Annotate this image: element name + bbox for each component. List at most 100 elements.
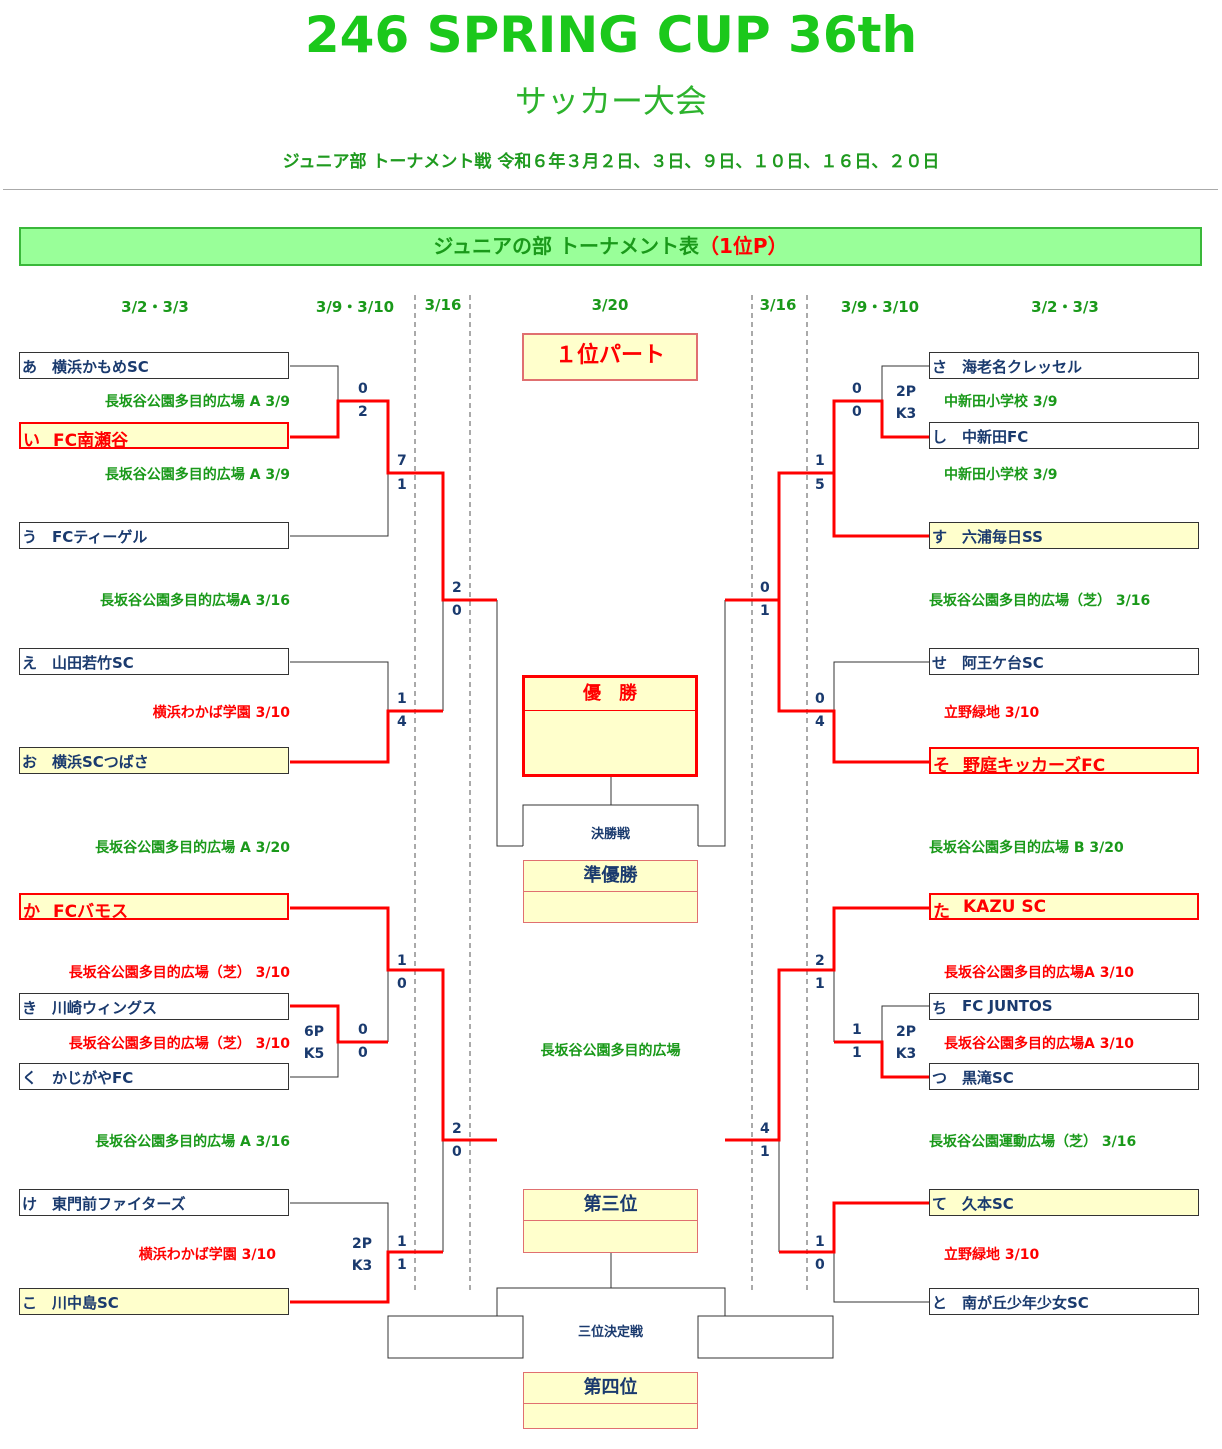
- team-left-e: え山田若竹SC: [19, 648, 289, 675]
- team-right-te: て久本SC: [929, 1189, 1199, 1216]
- venue-right: 中新田小学校 3/9: [944, 467, 1058, 483]
- round-date-final: 3/20: [591, 296, 629, 314]
- score: 1: [815, 453, 825, 469]
- team-kana: き: [22, 999, 38, 1017]
- team-name: 川中島SC: [52, 1294, 119, 1312]
- part-label-box: １位パート: [522, 333, 698, 381]
- score: 0: [358, 1045, 368, 1061]
- venue-left: 長坂谷公園多目的広場A 3/16: [99, 593, 290, 609]
- pk-line: 2P: [351, 1236, 372, 1252]
- banner-highlight: （1位P）: [699, 234, 788, 258]
- banner-label: ジュニアの部 トーナメント表: [433, 234, 699, 258]
- score: 2: [452, 1121, 462, 1137]
- score: 0: [452, 603, 462, 619]
- team-kana: あ: [22, 358, 38, 376]
- venue-left: 長坂谷公園多目的広場 A 3/16: [95, 1134, 290, 1150]
- right-win-lines: [725, 399, 930, 1254]
- divider: [3, 189, 1218, 190]
- team-right-sa: さ海老名クレッセル: [929, 352, 1199, 379]
- round-date-left-3: 3/16: [424, 296, 462, 314]
- team-name: 横浜SCつばさ: [52, 753, 149, 771]
- venue-right: 立野緑地 3/10: [944, 1247, 1040, 1263]
- team-right-so: そ野庭キッカーズFC: [929, 747, 1199, 776]
- score: 4: [397, 714, 407, 730]
- score: 0: [452, 1144, 462, 1160]
- left-win-lines: [290, 399, 497, 1304]
- pk-line: K3: [895, 1046, 917, 1062]
- venue-right: 長坂谷公園多目的広場A 3/10: [944, 965, 1135, 981]
- team-name: FCティーゲル: [52, 528, 148, 546]
- score: 0: [760, 580, 770, 596]
- center-connectors: [387, 777, 834, 1359]
- venue-left: 長坂谷公園多目的広場 A 3/9: [104, 394, 290, 410]
- third-place-label: 第三位: [524, 1190, 697, 1221]
- team-name: 久本SC: [962, 1195, 1014, 1213]
- score: 4: [760, 1121, 770, 1137]
- team-kana: え: [22, 654, 38, 672]
- score: 1: [397, 1257, 407, 1273]
- team-kana: つ: [932, 1069, 948, 1087]
- venue-left: 横浜わかば学園 3/10: [138, 1247, 276, 1263]
- champion-label: 優 勝: [525, 678, 695, 711]
- score: 1: [760, 603, 770, 619]
- team-left-ki: き川崎ウィングス: [19, 993, 289, 1020]
- venue-left: 長坂谷公園多目的広場 A 3/9: [104, 467, 290, 483]
- team-kana: く: [22, 1069, 38, 1087]
- fourth-place-label: 第四位: [524, 1373, 697, 1404]
- right-thin-lines: [698, 365, 930, 1303]
- team-kana: お: [22, 753, 38, 771]
- score: 1: [760, 1144, 770, 1160]
- team-right-shi: し中新田FC: [929, 422, 1199, 449]
- team-name: 黒滝SC: [962, 1069, 1014, 1087]
- team-name: FC南瀬谷: [53, 431, 129, 451]
- score: 0: [852, 381, 862, 397]
- team-kana: い: [23, 431, 40, 451]
- round-date-right-3: 3/16: [759, 296, 797, 314]
- venue-right: 立野緑地 3/10: [944, 705, 1040, 721]
- team-name: 海老名クレッセル: [962, 358, 1083, 376]
- page-subtitle: サッカー大会: [514, 82, 707, 120]
- champion-box: 優 勝: [522, 675, 698, 777]
- score: 0: [397, 976, 407, 992]
- third-place-box: 第三位: [523, 1189, 698, 1253]
- team-name: 阿王ケ台SC: [962, 654, 1044, 672]
- score: 1: [852, 1045, 862, 1061]
- venue-left: 長坂谷公園多目的広場（芝） 3/10: [68, 965, 290, 981]
- team-kana: か: [23, 902, 40, 922]
- section-banner: ジュニアの部 トーナメント表（1位P）: [19, 227, 1202, 266]
- venue-right: 長坂谷公園運動広場（芝） 3/16: [929, 1134, 1137, 1150]
- team-right-su: す六浦毎日SS: [929, 522, 1199, 549]
- score: 0: [815, 1257, 825, 1273]
- team-name: 東門前ファイターズ: [52, 1195, 186, 1213]
- team-kana: ち: [932, 999, 948, 1017]
- team-name: 川崎ウィングス: [52, 999, 158, 1017]
- team-name: FCバモス: [53, 902, 129, 922]
- team-name: 中新田FC: [962, 428, 1029, 446]
- venue-left: 長坂谷公園多目的広場（芝） 3/10: [68, 1036, 290, 1052]
- center-venue: 長坂谷公園多目的広場: [540, 1043, 681, 1059]
- score: 1: [815, 1234, 825, 1250]
- score: 4: [815, 714, 825, 730]
- part-label: １位パート: [554, 343, 665, 368]
- score: 2: [452, 580, 462, 596]
- team-kana: そ: [933, 756, 950, 776]
- team-name: 横浜かもめSC: [52, 358, 149, 376]
- round-date-right-2: 3/9・3/10: [840, 298, 920, 316]
- fourth-place-box: 第四位: [523, 1372, 698, 1429]
- team-kana: け: [22, 1195, 38, 1213]
- team-name: 野庭キッカーズFC: [963, 756, 1106, 776]
- team-left-ke: け東門前ファイターズ: [19, 1189, 289, 1216]
- team-kana: す: [932, 528, 948, 546]
- round-date-left-2: 3/9・3/10: [315, 298, 395, 316]
- round-date-left-1: 3/2・3/3: [121, 298, 189, 316]
- venue-right: 長坂谷公園多目的広場（芝） 3/16: [929, 593, 1151, 609]
- score: 1: [397, 477, 407, 493]
- team-name: 南が丘少年少女SC: [962, 1294, 1089, 1312]
- score: 0: [815, 691, 825, 707]
- third-match-label: 三位決定戦: [577, 1325, 643, 1340]
